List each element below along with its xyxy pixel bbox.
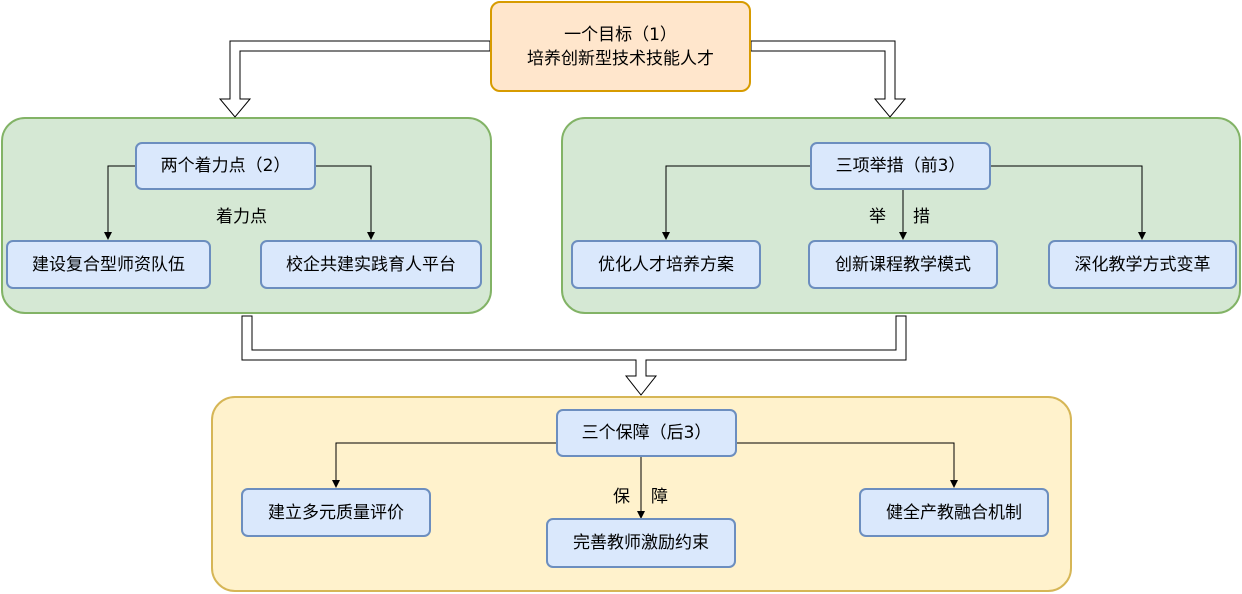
measures-item-2[interactable]: 创新课程教学模式: [808, 240, 998, 289]
focus-points-edge-label: 着力点: [216, 207, 267, 227]
goal-node[interactable]: 一个目标（1） 培养创新型技术技能人才: [490, 1, 751, 92]
goal-line1: 一个目标（1）: [564, 24, 677, 45]
guarantees-item-2[interactable]: 完善教师激励约束: [546, 518, 736, 568]
measures-edge-label-right: 措: [913, 207, 930, 227]
measures-title-node[interactable]: 三项举措（前3）: [810, 142, 991, 190]
focus-item-1-label: 建设复合型师资队伍: [32, 254, 185, 275]
focus-item-2[interactable]: 校企共建实践育人平台: [260, 240, 482, 289]
guarantees-item-3-label: 健全产教融合机制: [886, 502, 1022, 523]
measures-item-2-label: 创新课程教学模式: [835, 254, 971, 275]
guarantees-item-1-label: 建立多元质量评价: [268, 502, 404, 523]
goal-to-focus-arrow: [218, 40, 491, 118]
measures-item-3[interactable]: 深化教学方式变革: [1048, 240, 1237, 289]
goal-to-measures-arrow: [750, 40, 907, 118]
guarantees-item-3[interactable]: 健全产教融合机制: [859, 488, 1049, 537]
guarantees-edge-label-right: 障: [651, 487, 668, 507]
measures-item-1[interactable]: 优化人才培养方案: [571, 240, 761, 289]
measures-title: 三项举措（前3）: [835, 156, 966, 176]
guarantees-title: 三个保障（后3）: [581, 423, 712, 443]
focus-points-title: 两个着力点（2）: [160, 156, 291, 176]
guarantees-title-node[interactable]: 三个保障（后3）: [556, 409, 737, 457]
focus-item-2-label: 校企共建实践育人平台: [286, 254, 456, 275]
measures-item-1-label: 优化人才培养方案: [598, 254, 734, 275]
guarantees-item-1[interactable]: 建立多元质量评价: [241, 488, 431, 537]
guarantees-edge-label-left: 保: [613, 487, 630, 507]
focus-points-title-node[interactable]: 两个着力点（2）: [135, 142, 316, 190]
merge-to-guarantees-arrow: [241, 315, 907, 396]
measures-edge-label-left: 举: [869, 207, 886, 227]
goal-line2: 培养创新型技术技能人才: [527, 48, 714, 69]
guarantees-item-2-label: 完善教师激励约束: [573, 533, 709, 553]
focus-item-1[interactable]: 建设复合型师资队伍: [6, 240, 211, 289]
measures-item-3-label: 深化教学方式变革: [1074, 254, 1211, 275]
